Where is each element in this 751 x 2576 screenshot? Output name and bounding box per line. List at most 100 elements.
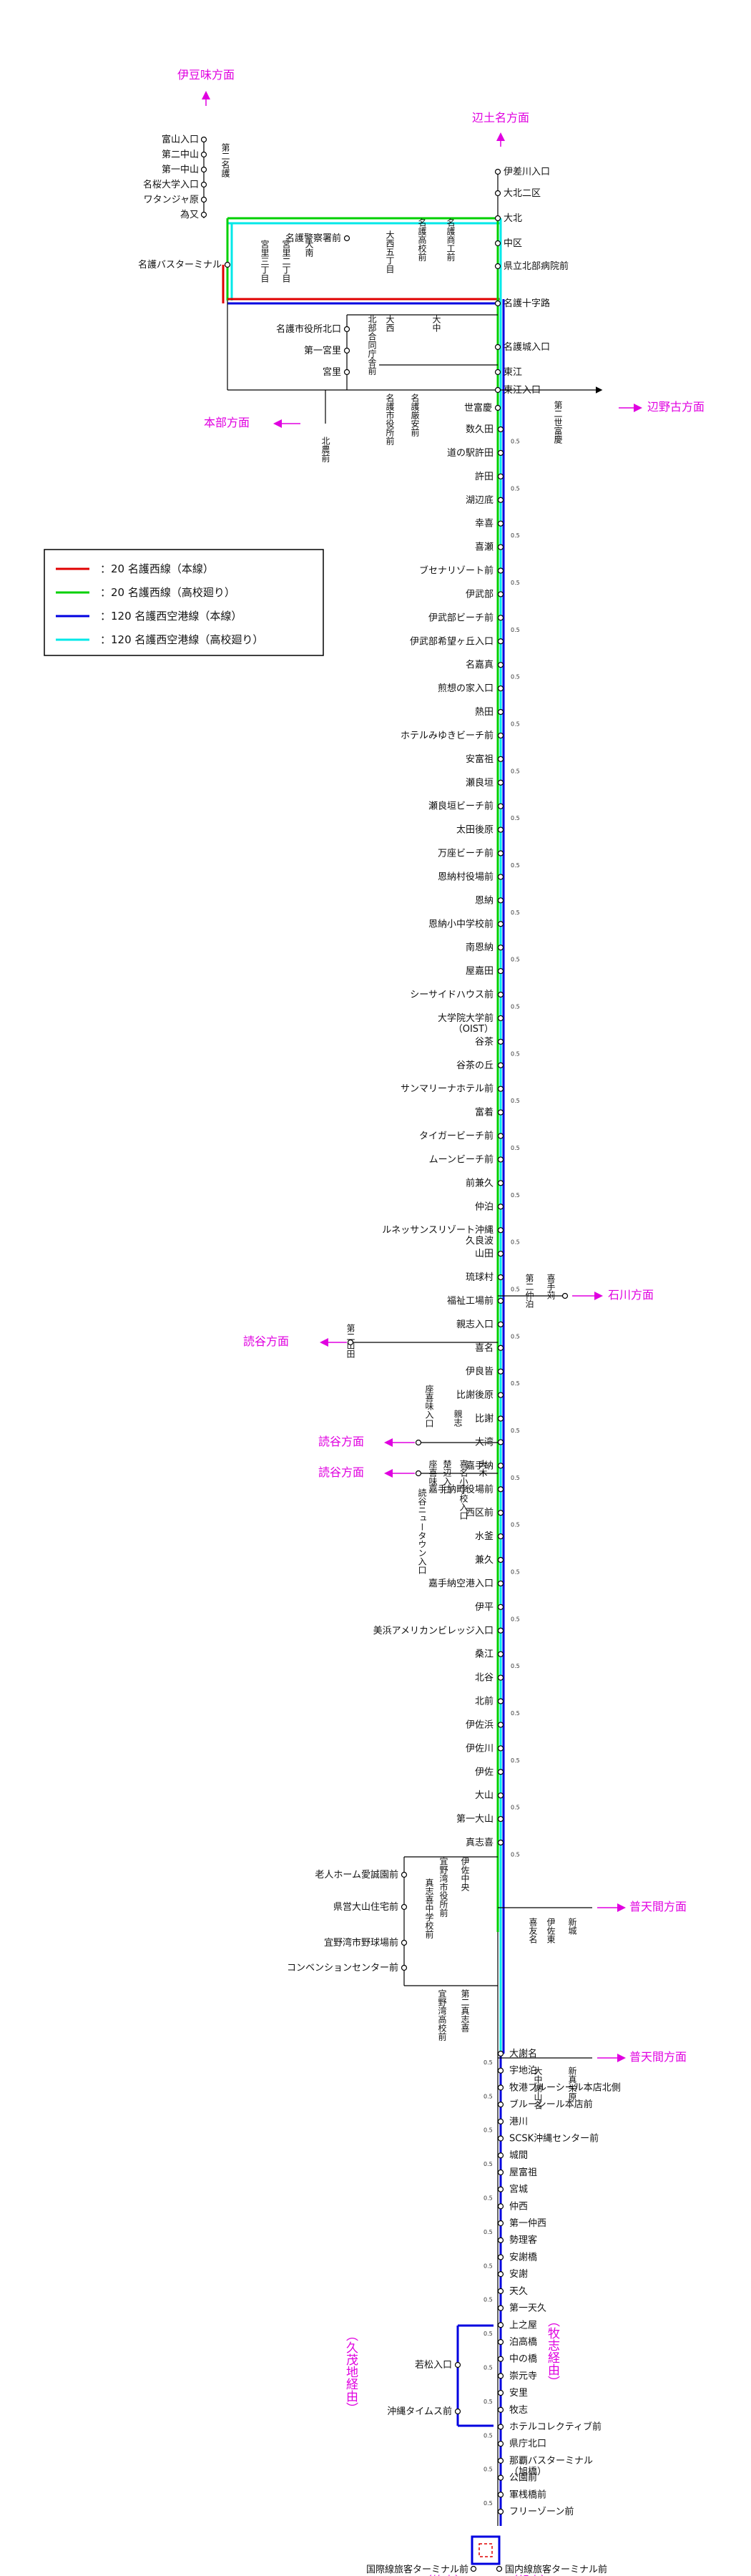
distance-label: 0.5 [484,2297,493,2303]
stop-marker [497,2288,504,2294]
distance-label: 0.5 [511,1333,520,1340]
distance-label: 0.5 [511,1475,520,1481]
legend-label: ：20 名護西線（高校廻り） [100,586,235,599]
distance-label: 0.5 [484,2127,493,2134]
side-naka_oyama: 大中謝山名 [533,2067,543,2109]
side-shin_umaya: 新真栄原 [567,2066,577,2101]
trunk-stop: 湖辺底 [466,494,494,506]
stop-marker [497,826,504,833]
dir-yomitan1: 読谷方面 [243,1335,289,1348]
distance-label: 0.5 [511,1003,520,1010]
distance-label: 0.5 [511,580,520,586]
trunk-stop: 伊佐浜 [466,1719,494,1730]
trunk-stop: 喜名 [475,1342,494,1354]
stop-marker [497,874,504,880]
stop-marker [497,897,504,904]
distance-label: 0.5 [511,768,520,774]
distance-label: 0.5 [511,1145,520,1151]
stop-marker [200,166,207,173]
terminal-intl: 国際線旅客ターミナル前 [366,2564,468,2575]
stop-seseragi: 世富慶 [464,402,492,414]
terminal-dom: 国内線旅客ターミナル前 [505,2564,607,2575]
trunk-stop: 仲西 [509,2201,528,2212]
trunk-stop: ムーンビーチ前 [429,1153,494,1165]
trunk-stop: 南恩納 [466,942,494,953]
stop-marker [497,1556,504,1563]
trunk-stop: サンマリーナホテル前 [401,1083,494,1095]
trunk-stop: 瀬良垣 [466,777,494,789]
vstop-onaka: 大南 [304,240,314,257]
distance-label: 0.5 [511,1805,520,1811]
stop-marker [497,2254,504,2260]
dir-futenma2: 普天間方面 [629,2050,687,2064]
legend-label: ：120 名護西空港線（本線） [100,610,242,623]
stop-marker [497,2492,504,2498]
distance-label: 0.5 [511,1050,520,1057]
stop-marker [494,369,501,376]
terminal-intl-note: （終点） [421,2574,466,2576]
distance-label: 0.5 [511,1522,520,1528]
vstop-hokunomae: 北農前 [320,436,330,462]
stop-marker [497,2135,504,2142]
distance-label: 0.5 [484,2331,493,2337]
stop-marker [497,2508,504,2515]
side-zakimi_iriguchi: 座喜味入口 [424,1384,434,1428]
distance-label: 0.5 [511,1192,520,1199]
branch-stop: 為又 [180,209,199,220]
distance-label: 0.5 [511,485,520,492]
trunk-stop: 牧志 [509,2405,528,2416]
trunk-stop: 福祉工場前 [447,1295,494,1307]
stop-daini_seseragi: 第二世富慶 [553,401,563,444]
stop-marker [497,2389,504,2396]
distance-label: 0.5 [511,815,520,821]
trunk-stop: 嘉手納空港入口 [428,1579,494,1589]
stop-marker [497,967,504,975]
stop-marker [347,1339,354,1346]
stop-marker [497,2102,504,2108]
stop-marker [497,1180,504,1186]
side-convention: コンベンションセンター前 [287,1962,398,1974]
distance-label: 0.5 [511,862,520,869]
trunk-stop: 第一仲西 [509,2218,546,2229]
trunk-stop: 中の橋 [509,2354,537,2365]
trunk-stop: 幸喜 [475,519,494,530]
stop-nagokotsu: 名護バスターミナル [138,259,222,270]
distance-label: 0.5 [511,438,520,444]
stop-marker [497,1415,504,1422]
stop-marker [497,921,504,927]
trunk-stop: （OIST） [453,1024,494,1035]
side-isa_chuo: 伊佐中央 [460,1857,470,1891]
note-makishi: （牧志経由） [545,2315,560,2388]
distance-label: 0.5 [484,2432,493,2439]
stop-marker [494,190,501,197]
side-ginowan_koko: 宜野湾高校前 [437,1989,447,2041]
side-oki: 大木 [478,1460,488,1477]
stop-marker [343,235,350,242]
side-ginowan_kyujo: 宜野湾市野球場前 [324,1937,398,1948]
stop-marker [401,1903,408,1911]
stop-marker [497,2322,504,2328]
trunk-stop: 真志喜 [466,1838,494,1848]
stop-marker [497,1651,504,1657]
stop-marker [494,215,501,222]
trunk-stop: 伊武部ビーチ前 [428,612,494,623]
dir-henokohenya: 辺野古方面 [647,400,705,414]
distance-label: 0.5 [484,2093,493,2099]
trunk-stop: 万座ビーチ前 [438,848,494,859]
stop-marker [497,1745,504,1752]
distance-label: 0.5 [511,1098,520,1104]
upper-stops: 名護バスターミナル名護警察署前名護市役所北口第一宮里宮里名護十字路名護城入口東江… [138,167,569,462]
dir-yomitan2: 読谷方面 [318,1435,364,1448]
trunk-stop: 北前 [475,1696,494,1707]
trunk-stop: 大謝名 [509,2048,537,2059]
stop-marker [497,1297,504,1304]
side-daini_mashiki: 第二真志喜 [460,1989,470,2033]
dir-ishikawa: 石川方面 [608,1288,654,1302]
trunk-stop: 喜瀬 [475,542,494,553]
stop-marker [497,1604,504,1610]
trunk-stop: 大湾 [475,1436,494,1448]
stop-marker [497,732,504,739]
side-ichi_iriguchi: 楚辺入口 [442,1460,452,1494]
stop-marker [343,369,350,376]
